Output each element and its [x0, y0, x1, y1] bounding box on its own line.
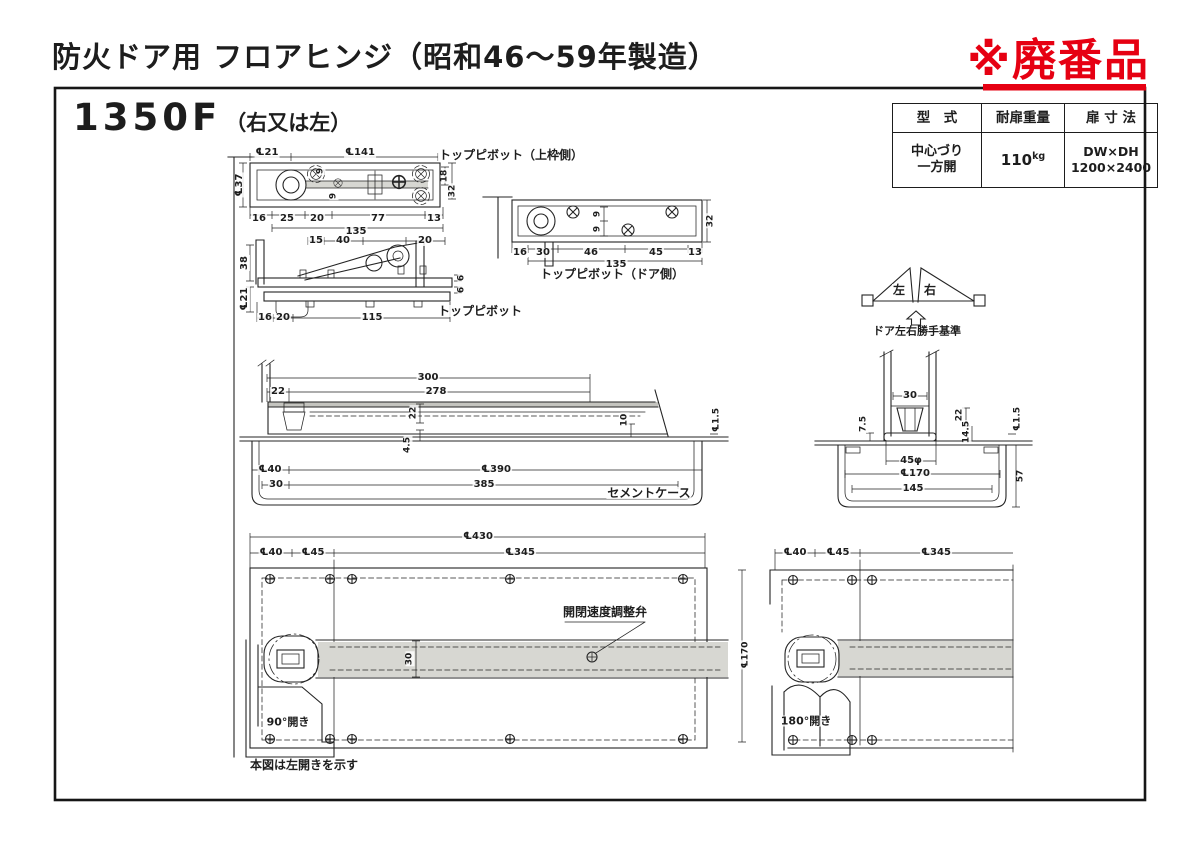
dim-9a: 9	[315, 166, 326, 176]
spec-header-size: 扉 寸 法	[1064, 103, 1158, 133]
dim-32: 32	[705, 213, 716, 229]
dim-20: 20	[417, 235, 433, 246]
dim-32: 32	[447, 183, 458, 199]
dim-cl40: ℄40	[258, 547, 284, 558]
dim-13: 13	[426, 213, 442, 224]
badge-underline	[983, 84, 1146, 91]
dim-45phi: 45φ	[899, 455, 923, 466]
view-cross-section	[814, 349, 1033, 508]
view-top-pivot-side	[246, 237, 462, 322]
dim-cl345: ℄345	[920, 547, 952, 558]
spec-cell-size: DW×DH 1200×2400	[1064, 132, 1158, 188]
dim-cl40: ℄40	[257, 464, 283, 475]
dim-cl37: ℄37	[234, 172, 245, 198]
dim-16: 16	[512, 247, 528, 258]
model-code: 1350F	[73, 96, 222, 139]
dim-20: 20	[275, 312, 291, 323]
dim-135: 135	[604, 259, 628, 270]
dim-115: 115	[360, 312, 384, 323]
dim-cl1-5: ℄1.5	[711, 406, 722, 434]
discontinued-badge: ※廃番品	[967, 35, 1150, 86]
dim-10: 10	[619, 412, 630, 428]
handing-diagram	[861, 266, 986, 326]
dim-cl390: ℄390	[480, 464, 512, 475]
dim-16: 16	[257, 312, 273, 323]
dim-300: 300	[416, 372, 440, 383]
label-handing: ドア左右勝手基準	[872, 324, 962, 338]
dim-38: 38	[239, 255, 250, 271]
dim-278: 278	[424, 386, 448, 397]
dim-cl21: ℄21	[254, 147, 280, 158]
dim-45: 45	[648, 247, 664, 258]
label-speed-valve: 開閉速度調整弁	[561, 605, 649, 619]
dim-20: 20	[309, 213, 325, 224]
spec-header-weight: 耐扉重量	[981, 103, 1065, 133]
dim-15: 15	[308, 235, 324, 246]
label-note-left-opening: 本図は左開きを示す	[248, 758, 360, 772]
dim-77: 77	[370, 213, 386, 224]
dim-30: 30	[268, 479, 284, 490]
dim-30: 30	[902, 390, 918, 401]
dim-385: 385	[472, 479, 496, 490]
dim-25: 25	[279, 213, 295, 224]
dim-7-5: 7.5	[858, 415, 869, 433]
dim-cl21: ℄21	[239, 286, 250, 312]
dim-46: 46	[583, 247, 599, 258]
page-title: 防火ドア用 フロアヒンジ（昭和46〜59年製造）	[52, 40, 718, 74]
dim-cl430: ℄430	[462, 531, 494, 542]
label-top-pivot-frame: トップピボット（上枠側）	[437, 148, 585, 162]
spec-cell-weight: 110kg	[981, 132, 1065, 188]
dim-cl1-5: ℄1.5	[1012, 405, 1023, 433]
dim-cl45: ℄45	[300, 547, 326, 558]
dim-6a: 6	[456, 273, 467, 283]
dim-30arm: 30	[404, 651, 415, 667]
spec-table: 型 式 耐扉重量 扉 寸 法 中心づり 一方開 110kg DW×DH 1200…	[892, 103, 1158, 188]
label-top-pivot-door: トップピボット（ドア側）	[538, 267, 686, 281]
label-right: 右	[922, 283, 938, 297]
spec-header-type: 型 式	[892, 103, 982, 133]
dim-4-5: 4.5	[402, 436, 413, 454]
dim-135: 135	[344, 226, 368, 237]
label-90-open: 90°開き	[265, 715, 311, 729]
drawing-border	[53, 86, 1147, 802]
dim-145: 145	[901, 483, 925, 494]
dim-57: 57	[1015, 468, 1026, 484]
weight-unit: kg	[1032, 150, 1046, 162]
model-heading: 1350F （右又は左）	[73, 96, 351, 139]
label-cement-case: セメントケース	[606, 486, 692, 500]
dim-cl141: ℄141	[344, 147, 376, 158]
dim-cl345: ℄345	[504, 547, 536, 558]
label-180-open: 180°開き	[779, 714, 833, 728]
view-top-pivot-frame	[239, 153, 456, 232]
dim-9c: 9	[592, 209, 603, 219]
label-top-pivot: トップピボット	[436, 304, 524, 318]
dim-22: 22	[270, 386, 286, 397]
dim-cl45: ℄45	[825, 547, 851, 558]
dim-cl170: ℄170	[899, 468, 931, 479]
dim-cl40: ℄40	[782, 547, 808, 558]
dim-30: 30	[535, 247, 551, 258]
dim-22v: 22	[408, 405, 419, 421]
model-variant: （右又は左）	[225, 111, 352, 135]
dim-9d: 9	[592, 224, 603, 234]
dim-6b: 6	[456, 285, 467, 295]
view-side-section	[239, 359, 729, 506]
label-left: 左	[891, 283, 907, 297]
up-arrow-icon	[905, 310, 927, 326]
dim-14-5: 14.5	[961, 419, 972, 445]
dim-13: 13	[687, 247, 703, 258]
dim-9b: 9	[328, 191, 339, 201]
view-plan-right	[769, 549, 1014, 756]
dim-16: 16	[251, 213, 267, 224]
spec-cell-type: 中心づり 一方開	[892, 132, 982, 188]
dim-40: 40	[335, 235, 351, 246]
dim-cl170v: ℄170	[740, 640, 751, 670]
dim-18: 18	[439, 168, 450, 184]
view-plan-left	[245, 533, 746, 758]
